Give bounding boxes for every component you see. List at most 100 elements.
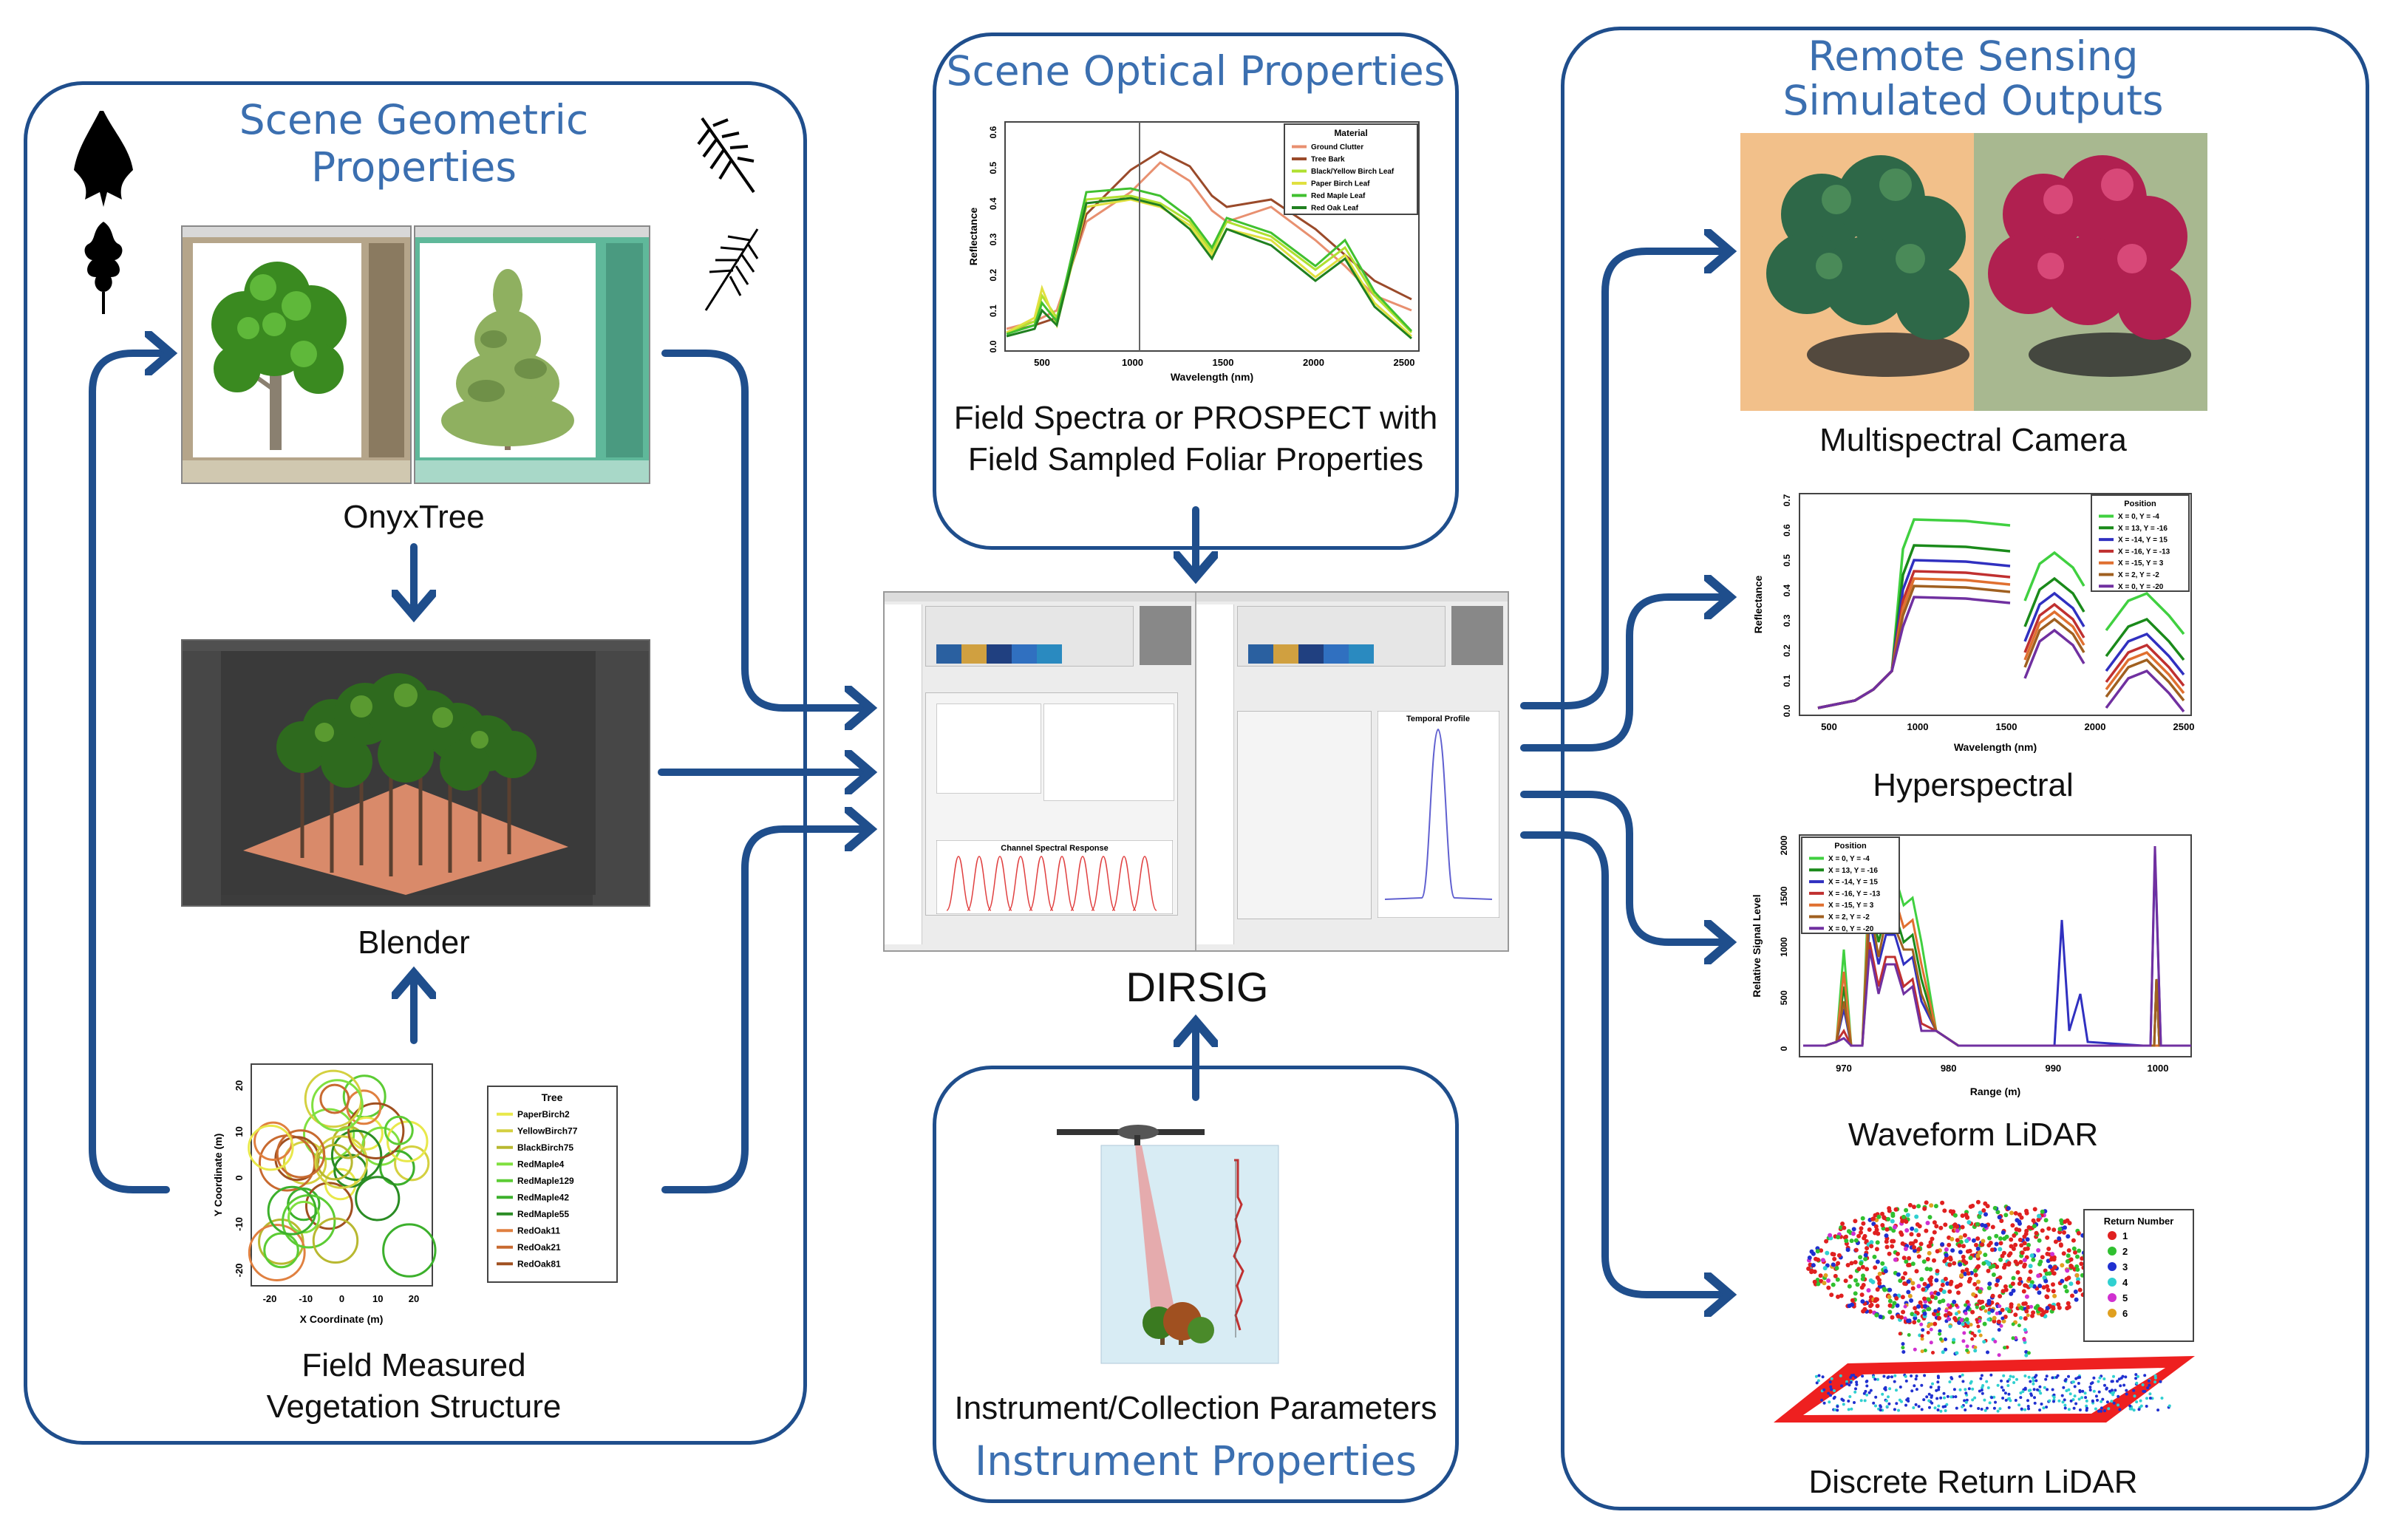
understory-point bbox=[1914, 1310, 1918, 1315]
canopy-point bbox=[2024, 1309, 2029, 1314]
understory-point bbox=[1998, 1304, 2002, 1309]
canopy-point bbox=[1935, 1269, 1940, 1273]
ground-point bbox=[1863, 1399, 1867, 1403]
ground-point bbox=[2038, 1408, 2042, 1412]
canopy-point bbox=[2043, 1278, 2049, 1284]
ground-point bbox=[2125, 1392, 2128, 1396]
wave-ytick: 500 bbox=[1779, 990, 1789, 1005]
ground-point bbox=[2043, 1386, 2046, 1389]
canopy-point bbox=[1998, 1241, 2003, 1246]
canopy-point bbox=[1887, 1251, 1892, 1256]
scene-geometric-title: Scene Geometric Properties bbox=[192, 96, 636, 191]
ground-point bbox=[1888, 1387, 1892, 1391]
ground-point bbox=[1927, 1392, 1931, 1396]
canopy-point bbox=[2033, 1305, 2038, 1310]
ground-point bbox=[1885, 1405, 1889, 1408]
scene-geometric-title-line2: Properties bbox=[311, 143, 517, 191]
canopy-point bbox=[2066, 1248, 2071, 1253]
ground-point bbox=[2063, 1398, 2066, 1402]
ground-point bbox=[1964, 1391, 1968, 1395]
ground-point bbox=[1981, 1384, 1985, 1387]
canopy-point bbox=[2037, 1290, 2042, 1295]
scatter-xtick: 0 bbox=[339, 1293, 344, 1304]
canopy-point bbox=[1937, 1299, 1942, 1304]
discrete-legend-dot bbox=[2108, 1247, 2117, 1255]
ground-point bbox=[2039, 1391, 2043, 1395]
canopy-point bbox=[2026, 1242, 2031, 1247]
canopy-point bbox=[2003, 1262, 2008, 1267]
canopy-point bbox=[1998, 1257, 2003, 1262]
canopy-point bbox=[2065, 1259, 2070, 1264]
ground-point bbox=[2006, 1384, 2010, 1387]
canopy-point bbox=[1913, 1306, 1918, 1311]
canopy-point bbox=[2063, 1284, 2068, 1289]
ground-point bbox=[1989, 1373, 1993, 1377]
ground-point bbox=[2012, 1381, 2016, 1384]
ground-point bbox=[2032, 1379, 2035, 1383]
hyperspectral-lines bbox=[1817, 518, 2185, 713]
canopy-point bbox=[1924, 1267, 1930, 1272]
ground-point bbox=[1965, 1398, 1969, 1402]
canopy-point bbox=[1900, 1241, 1905, 1246]
canopy-point bbox=[1893, 1257, 1898, 1262]
canopy-point bbox=[2057, 1227, 2063, 1232]
canopy-point bbox=[1836, 1253, 1842, 1258]
understory-point bbox=[1977, 1329, 1981, 1333]
canopy-point bbox=[2057, 1305, 2062, 1310]
canopy-point bbox=[2011, 1288, 2016, 1293]
ground-point bbox=[1879, 1405, 1882, 1408]
tree-crown-circle bbox=[394, 1145, 430, 1182]
ground-point bbox=[2148, 1392, 2152, 1396]
scatter-legend: PaperBirch2YellowBirch77BlackBirch75RedM… bbox=[497, 1109, 578, 1270]
canopy-point bbox=[1868, 1304, 1873, 1309]
canopy-point bbox=[1981, 1261, 1986, 1266]
arrow-field-to-onyxtree bbox=[89, 353, 168, 1193]
ground-point bbox=[1874, 1404, 1877, 1408]
understory-point bbox=[1984, 1309, 1988, 1313]
ground-point bbox=[1861, 1374, 1865, 1378]
canopy-point bbox=[1950, 1248, 1955, 1253]
canopy-point bbox=[2066, 1301, 2071, 1306]
tree-crown-circle bbox=[319, 1083, 350, 1114]
discrete-legend-dot bbox=[2108, 1231, 2117, 1240]
canopy-point bbox=[1910, 1281, 1916, 1286]
canopy-point bbox=[1859, 1285, 1865, 1290]
ground-point bbox=[2015, 1377, 2018, 1381]
canopy-point bbox=[2013, 1242, 2018, 1247]
optical-ytick: 0.0 bbox=[988, 340, 998, 352]
ground-point bbox=[2083, 1391, 2087, 1395]
ground-point bbox=[1933, 1406, 1937, 1410]
canopy-point bbox=[1916, 1284, 1921, 1289]
ground-point bbox=[1930, 1394, 1933, 1397]
ground-point bbox=[1876, 1377, 1879, 1381]
understory-point bbox=[2000, 1316, 2005, 1321]
ground-point bbox=[2141, 1383, 2145, 1386]
canopy-point bbox=[1972, 1281, 1978, 1287]
canopy-point bbox=[1918, 1241, 1924, 1247]
understory-point bbox=[1901, 1342, 1905, 1346]
canopy-point bbox=[1823, 1273, 1828, 1278]
canopy-point bbox=[2003, 1315, 2008, 1319]
waveform-trace bbox=[1233, 1159, 1244, 1331]
oak-leaf-icon bbox=[84, 222, 123, 314]
understory-point bbox=[1995, 1311, 1999, 1315]
wave-legend: X = 0, Y = -4X = 13, Y = -16X = -14, Y =… bbox=[1809, 855, 1881, 933]
ground-point bbox=[1943, 1396, 1946, 1400]
ground-point bbox=[1925, 1395, 1929, 1399]
ground-point bbox=[2153, 1380, 2157, 1384]
canopy-point bbox=[1910, 1286, 1916, 1291]
ground-point bbox=[2002, 1389, 2005, 1392]
tree-crown-circle bbox=[384, 1115, 414, 1145]
canopy-point bbox=[1980, 1242, 1985, 1247]
ground-point bbox=[1814, 1374, 1818, 1378]
canopy-point bbox=[1826, 1285, 1831, 1290]
understory-point bbox=[1987, 1311, 1992, 1315]
ground-point bbox=[1881, 1392, 1884, 1396]
canopy-point bbox=[2021, 1289, 2026, 1294]
ground-point bbox=[1944, 1405, 1947, 1408]
canopy-point bbox=[1898, 1278, 1903, 1284]
understory-point bbox=[2014, 1336, 2018, 1340]
ground-point bbox=[1964, 1408, 1967, 1411]
ground-point bbox=[2036, 1388, 2039, 1391]
ground-point bbox=[2067, 1408, 2071, 1411]
